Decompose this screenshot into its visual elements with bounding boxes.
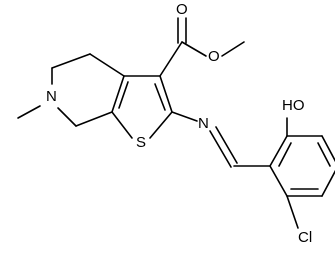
bond-ring-inner-a [278,142,292,167]
ring-nitrogen-label: N [46,88,57,105]
thiophene-sulfur-label: S [136,134,146,151]
bond-ring-chloro [286,195,299,229]
bond-c7a-c3a-outer [111,75,125,113]
bond-ring-inner-b [317,142,331,167]
bond-c3-c2-outer [159,75,173,113]
bond-c4-c5 [51,53,91,69]
bond-c3-c2-inner [154,83,166,111]
bond-ring-c3-c4 [321,135,335,163]
bond-c3a-c4 [89,53,125,77]
bond-c3-carbonyl [159,41,183,77]
bond-carbonyl-ester-o [181,41,207,57]
chloro-label: Cl [298,229,312,246]
bond-n6-c7 [57,107,77,127]
bond-ring-c4-c5 [321,169,335,197]
bond-c2-s [149,111,173,139]
bond-c2-imine-n [171,111,198,122]
bond-ring-c6-c1 [269,165,288,197]
hydroxyl-label: HO [282,97,305,114]
carbonyl-oxygen-label: O [176,1,188,18]
ester-oxygen-label: O [208,48,220,65]
bond-c7-c7a [75,111,113,127]
bond-c7a-c3a-inner [118,81,129,109]
bond-imine-n-ch-1 [209,130,232,168]
bond-imine-n-ch-2 [215,126,238,164]
imine-nitrogen-label: N [198,115,209,132]
bond-ester-o-methyl [221,41,245,57]
bond-ring-c1-c2 [269,135,288,167]
bond-n6-methyl [17,105,41,119]
bond-s-c7a [111,111,133,139]
